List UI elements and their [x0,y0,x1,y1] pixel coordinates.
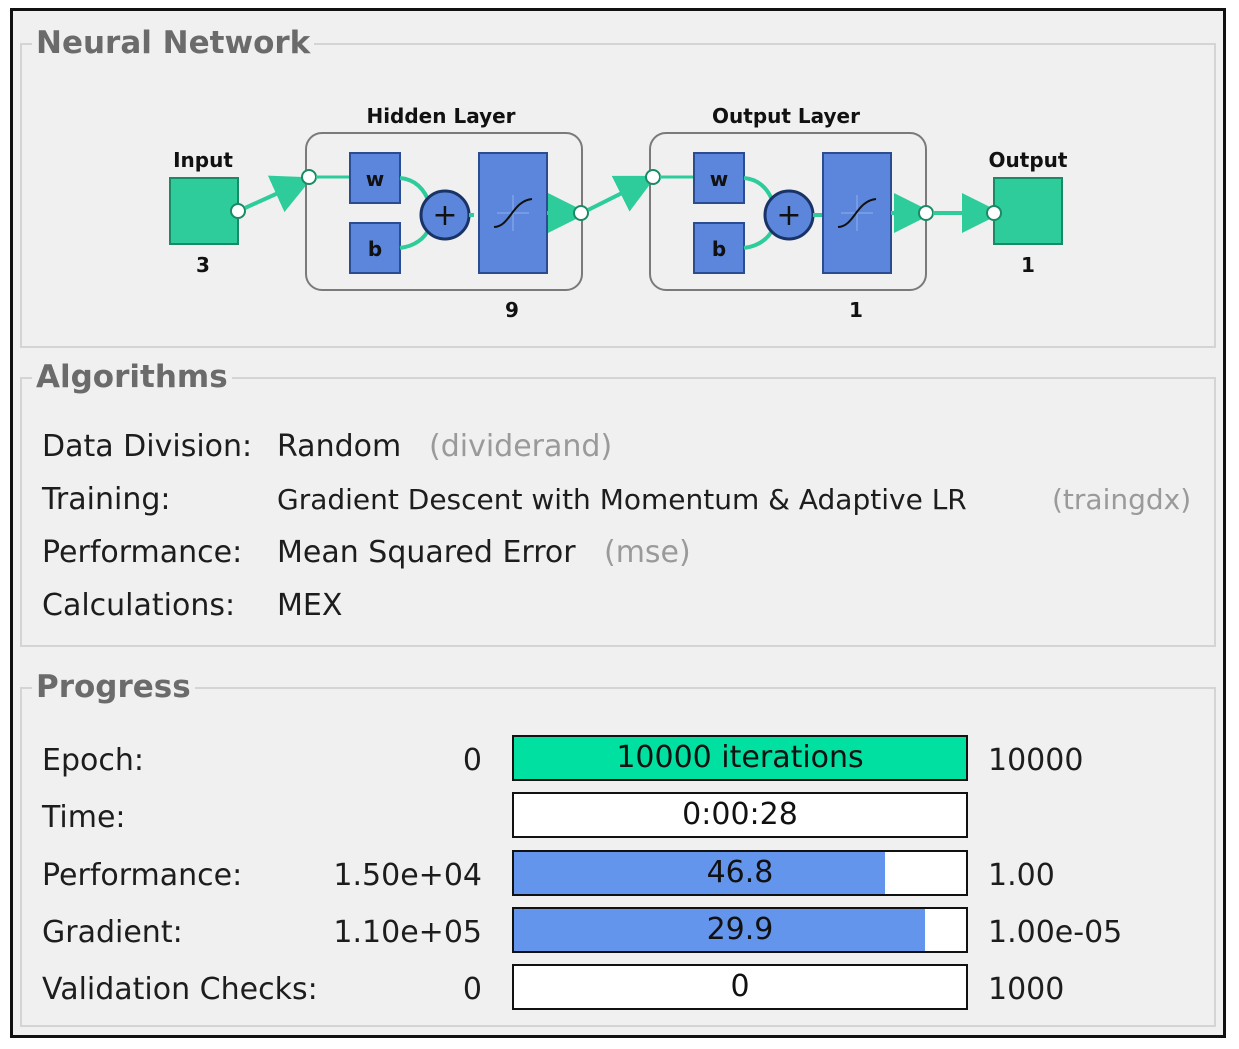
performance-fn: (mse) [604,535,691,570]
progress-panel: Progress Epoch: 0 10000 iterations 10000… [20,669,1216,1027]
epoch-progress-fill [514,737,966,779]
hidden-bias-symbol: b [368,237,382,261]
performance-value: Mean Squared Error [277,535,576,570]
epoch-label: Epoch: [42,743,144,778]
epoch-start: 0 [462,743,482,778]
performance-progress-bar: 46.8 [512,850,968,896]
epoch-end: 10000 [988,743,1084,778]
validation-checks-end: 1000 [988,972,1065,1007]
data-division-fn: (dividerand) [429,429,613,464]
input-label: Input [173,148,233,172]
gradient-end: 1.00e-05 [988,915,1123,950]
output-layer-label: Output Layer [712,104,860,128]
data-division-label: Data Division: [42,429,253,464]
hidden-size: 9 [505,298,519,322]
input-size: 3 [196,253,210,277]
time-progress-bar: 0:00:28 [512,792,968,838]
input-block [169,177,239,245]
training-window: Neural Network Input 3 Hidden Layer w b [10,8,1226,1038]
training-fn: (traingdx) [1052,483,1192,516]
training-value: Gradient Descent with Momentum & Adaptiv… [277,483,967,516]
validation-checks-progress-text: 0 [730,969,750,1004]
gradient-progress-fill [514,909,926,951]
time-label: Time: [42,800,126,835]
time-progress-text: 0:00:28 [682,797,798,832]
output-weight-symbol: w [710,167,728,191]
algorithms-title: Algorithms [32,359,232,395]
performance-progress-label: Performance: [42,858,243,893]
algorithms-panel: Algorithms Data Division: Random (divide… [20,359,1216,647]
performance-progress-fill [514,852,885,894]
output-block [993,177,1063,245]
gradient-start: 1.10e+05 [333,915,482,950]
gradient-label: Gradient: [42,915,183,950]
gradient-progress-text: 29.9 [706,912,774,947]
output-bias-symbol: b [712,237,726,261]
calculations-label: Calculations: [42,588,236,623]
hidden-layer-label: Hidden Layer [366,104,515,128]
performance-label: Performance: [42,535,243,570]
performance-end: 1.00 [988,858,1055,893]
training-label: Training: [42,482,171,517]
progress-title: Progress [32,669,195,705]
gradient-progress-bar: 29.9 [512,907,968,953]
epoch-progress-text: 10000 iterations [616,740,864,775]
validation-checks-label: Validation Checks: [42,972,318,1007]
output-label: Output [989,148,1068,172]
neural-network-panel: Neural Network Input 3 Hidden Layer w b [20,25,1216,348]
hidden-transfer-block [478,152,548,274]
hidden-weight-symbol: w [366,167,384,191]
neural-network-title: Neural Network [32,25,315,61]
hidden-bias-block [349,222,401,274]
output-size: 1 [1021,253,1035,277]
calculations-value: MEX [277,588,343,623]
data-division-value: Random [277,429,402,464]
svg-text:+: + [432,198,457,233]
svg-text:+: + [776,198,801,233]
validation-checks-progress-bar: 0 [512,964,968,1010]
performance-progress-text: 46.8 [706,855,774,890]
output-layer-size: 1 [849,298,863,322]
network-diagram: Input 3 Hidden Layer w b + 9 [169,104,1068,322]
epoch-progress-bar: 10000 iterations [512,735,968,781]
validation-checks-start: 0 [462,972,482,1007]
performance-start: 1.50e+04 [333,858,482,893]
